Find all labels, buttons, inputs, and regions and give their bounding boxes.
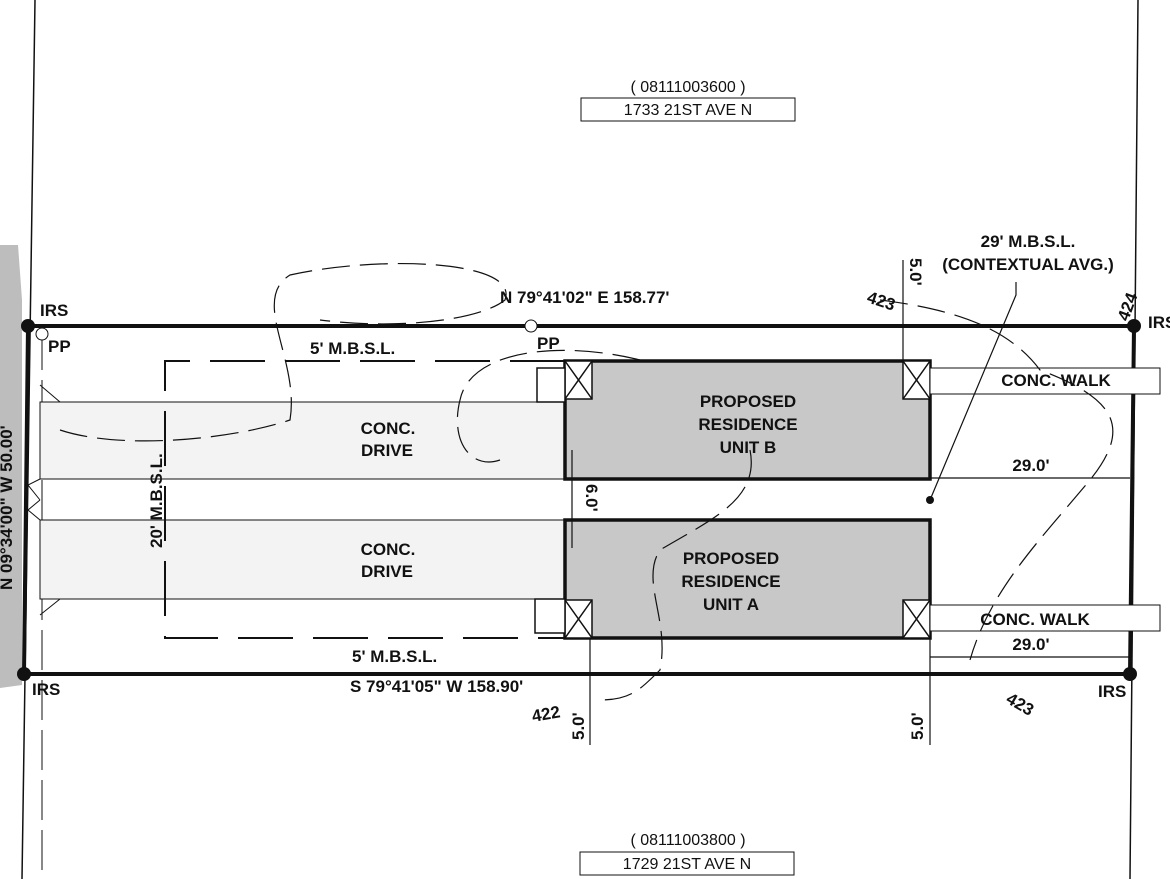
contour-label: 424 bbox=[1114, 290, 1142, 324]
road-edge bbox=[0, 245, 22, 688]
rear-setback-subtitle: (CONTEXTUAL AVG.) bbox=[942, 255, 1114, 274]
drive-label: CONC. bbox=[361, 540, 416, 559]
pp-label: PP bbox=[537, 334, 560, 353]
drive-flare bbox=[39, 384, 61, 403]
dimension-label: 5.0' bbox=[908, 712, 927, 740]
unit-a-label: PROPOSED bbox=[683, 549, 779, 568]
unit-b-label: PROPOSED bbox=[700, 392, 796, 411]
west-bearing-text: N 09°34'00" W 50.00' bbox=[0, 425, 16, 590]
contour-label: 422 bbox=[530, 702, 561, 726]
irs-label: IRS bbox=[40, 301, 68, 320]
setback-south-label: 5' M.B.S.L. bbox=[352, 647, 437, 666]
north-bearing: N 79°41'02" E 158.77' bbox=[500, 288, 669, 307]
unit-a-label: RESIDENCE bbox=[681, 572, 780, 591]
drive-top-pad bbox=[39, 401, 566, 480]
unit-a-label: UNIT A bbox=[703, 595, 759, 614]
unit-b-label: RESIDENCE bbox=[698, 415, 797, 434]
drive-flare bbox=[39, 598, 61, 616]
setback-front-label: 20' M.B.S.L. bbox=[147, 453, 166, 548]
irs-label: IRS bbox=[1148, 313, 1170, 332]
south-address: 1729 21ST AVE N bbox=[623, 856, 751, 873]
walk-top bbox=[929, 367, 1161, 395]
south-bearing: S 79°41'05" W 158.90' bbox=[350, 677, 523, 696]
contour-lines bbox=[59, 263, 1114, 701]
unit-a-building bbox=[563, 518, 932, 640]
north-address: 1733 21ST AVE N bbox=[624, 102, 752, 119]
walk-label: CONC. WALK bbox=[1001, 371, 1111, 390]
iron-rod-markers bbox=[17, 319, 1141, 681]
contour-label: 423 bbox=[1003, 689, 1037, 720]
power-pole-icon bbox=[524, 319, 538, 333]
drive-label: DRIVE bbox=[361, 562, 413, 581]
south-address-box bbox=[579, 851, 795, 876]
unit-b-building bbox=[563, 359, 932, 481]
south-parcel-id: ( 08111003800 ) bbox=[630, 832, 745, 849]
dimension-label: 5.0' bbox=[569, 712, 588, 740]
setback-line bbox=[164, 360, 565, 639]
dimension-label: 29.0' bbox=[1012, 456, 1049, 475]
porch-boxes bbox=[534, 360, 931, 639]
drive-flare bbox=[27, 478, 41, 501]
pp-label: PP bbox=[48, 337, 71, 356]
setback-north-label: 5' M.B.S.L. bbox=[310, 339, 395, 358]
drive-bottom-pad bbox=[39, 519, 566, 600]
dimension-label: 6.0' bbox=[582, 484, 601, 512]
drive-label: DRIVE bbox=[361, 441, 413, 460]
irs-label: IRS bbox=[1098, 682, 1126, 701]
contour-label: 423 bbox=[865, 288, 898, 315]
dimension-label: 5.0' bbox=[906, 258, 925, 286]
drive-flare bbox=[27, 499, 41, 521]
dimension-lines bbox=[571, 260, 1130, 745]
north-address-box bbox=[580, 97, 796, 122]
dimension-label: 29.0' bbox=[1012, 635, 1049, 654]
west-bearing: N 09°34'00" W 50.00' bbox=[0, 425, 16, 590]
walk-bottom bbox=[929, 604, 1161, 632]
irs-label: IRS bbox=[32, 680, 60, 699]
leader-dot bbox=[926, 496, 934, 504]
rear-setback-title: 29' M.B.S.L. bbox=[981, 232, 1076, 251]
rear-setback-leader bbox=[929, 282, 1017, 501]
drive-label: CONC. bbox=[361, 419, 416, 438]
power-pole-icon bbox=[35, 327, 49, 341]
unit-b-label: UNIT B bbox=[720, 438, 777, 457]
north-parcel-id: ( 08111003600 ) bbox=[630, 79, 745, 96]
walk-label: CONC. WALK bbox=[980, 610, 1090, 629]
